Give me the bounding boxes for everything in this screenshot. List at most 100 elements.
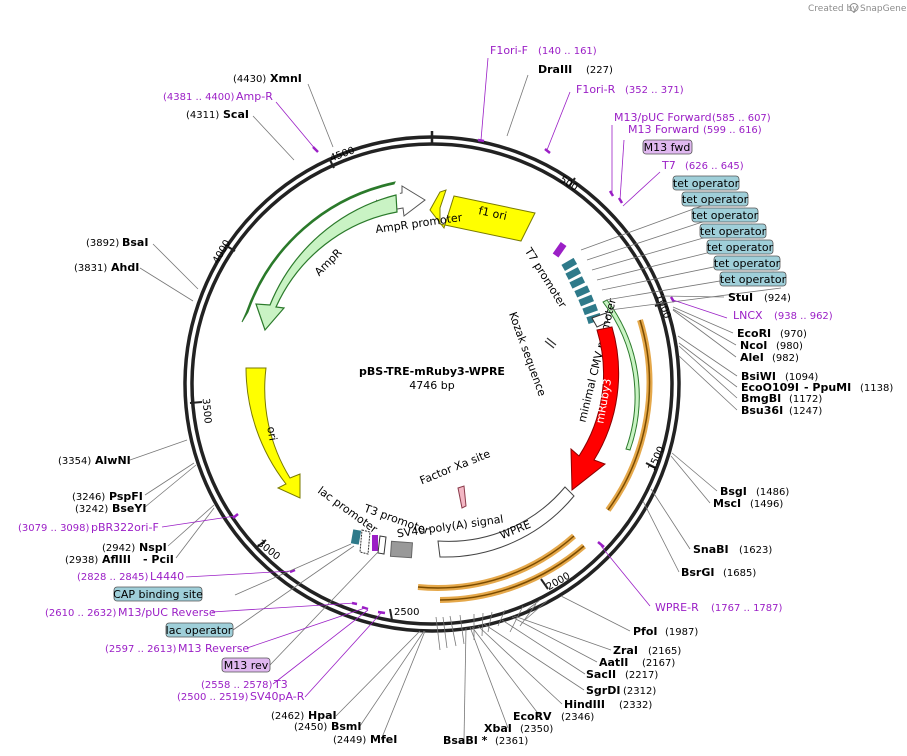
primer-f1ori-f-pos: (140 .. 161)	[538, 46, 597, 57]
site-sgrdi: SgrDI	[586, 684, 620, 697]
site-ncoi-pos: (980)	[776, 341, 803, 352]
primer-wpre-r: WPRE-R	[655, 601, 699, 614]
site-ecoo109i: EcoO109I	[741, 381, 799, 394]
site-bsabi-pos: (2361)	[495, 736, 528, 747]
site-hpai: HpaI	[308, 709, 337, 722]
site-bmgbi: BmgBI	[741, 392, 781, 405]
site-afliii-pos: (2938)	[65, 555, 98, 566]
site-ecorv-pos: (2346)	[561, 712, 594, 723]
m13-rev-label: M13 rev	[224, 659, 269, 672]
site-stui-pos: (924)	[764, 293, 791, 304]
site-alei-pos: (982)	[772, 353, 799, 364]
site-nspi-pos: (2942)	[102, 543, 135, 554]
site-zrai: ZraI	[613, 644, 638, 657]
kozak-mark	[546, 337, 557, 346]
site-ahdi-pos: (3831)	[74, 263, 107, 274]
primer-lncx-pos: (938 .. 962)	[774, 311, 833, 322]
site-pfoi: PfoI	[633, 625, 658, 638]
lac-operator-mark	[350, 529, 362, 545]
site-zrai-pos: (2165)	[648, 646, 681, 657]
site-bsgi: BsgI	[720, 485, 747, 498]
primer-lncx: LNCX	[733, 309, 763, 322]
primer-f1ori-r: F1ori-R	[576, 83, 616, 96]
site-afliii: AflIII	[102, 553, 131, 566]
lac-promoter-mark	[359, 529, 371, 555]
site-draiii-pos: (227)	[586, 65, 613, 76]
site-leader-lines	[129, 74, 738, 741]
wpre-arrow	[437, 486, 575, 558]
site-bmgbi-pos: (1172)	[789, 394, 822, 405]
m13-rev-box	[221, 657, 271, 673]
plasmid-name: pBS-TRE-mRuby3-WPRE	[359, 365, 505, 378]
f1-ori-arrow	[429, 189, 536, 242]
primer-pbr322ori-f-pos: (3079 .. 3098)	[18, 523, 90, 534]
tick-marks	[189, 157, 667, 621]
site-bsrgi-pos: (1685)	[723, 568, 756, 579]
primer-amp-r: Amp-R	[236, 90, 273, 103]
site-pspfi: PspFI	[109, 490, 143, 503]
m13-fwd-label: M13 fwd	[644, 141, 691, 154]
ampr-arrow	[255, 194, 398, 332]
site-draiii: DraIII	[538, 63, 572, 76]
tet-operator-label-5: tet operator	[707, 241, 774, 254]
primer-f1ori-f: F1ori-F	[490, 44, 528, 57]
site-bsu36i-pos: (1247)	[789, 406, 822, 417]
site-scai-pos: (4311)	[186, 110, 219, 121]
primer-m13-puc-reverse: M13/pUC Reverse	[118, 606, 216, 619]
ampr-promoter-label: AmpR promoter	[375, 211, 464, 236]
cap-binding-site-label: CAP binding site	[113, 588, 203, 601]
cap-binding-site-box	[113, 586, 203, 602]
primer-wpre-r-pos: (1767 .. 1787)	[711, 603, 783, 614]
site-stui: StuI	[728, 291, 753, 304]
ori-arrow	[245, 367, 301, 499]
watermark-brand: SnapGene	[860, 4, 907, 14]
site-msci-pos: (1496)	[750, 499, 783, 510]
tet-operator-label-7: tet operator	[720, 273, 787, 286]
site-pcii: - PciI	[143, 553, 174, 566]
site-ppumi: - PpuMI	[804, 381, 851, 394]
site-alei: AleI	[740, 351, 764, 364]
tet-operator-label-3: tet operator	[692, 209, 759, 222]
site-sacii: SacII	[586, 668, 616, 681]
site-ecori: EcoRI	[737, 327, 771, 340]
m13-fwd-box	[642, 139, 693, 155]
site-bsmi-pos: (2450)	[294, 722, 327, 733]
site-scai: ScaI	[223, 108, 249, 121]
primer-sv40pa-r: SV40pA-R	[250, 690, 305, 703]
primer-t3: T3	[273, 678, 288, 691]
site-bsiwi-pos: (1094)	[785, 372, 818, 383]
tet-operator-label-2: tet operator	[682, 193, 749, 206]
site-bsai-pos: (3892)	[86, 238, 119, 249]
site-alwni: AlwNI	[95, 454, 131, 467]
t7-promoter-marker	[552, 241, 567, 258]
site-mfei: MfeI	[370, 733, 397, 746]
primer-m13-reverse: M13 Reverse	[178, 642, 249, 655]
tet-operator-boxes: tet operator tet operator tet operator t…	[672, 175, 787, 287]
site-ppumi-pos: (1138)	[860, 383, 893, 394]
site-alwni-pos: (3354)	[58, 456, 91, 467]
site-bsiwi: BsiWI	[741, 370, 776, 383]
mruby3-arrow	[570, 326, 620, 492]
factor-xa-mark	[457, 485, 467, 509]
site-snabi-pos: (1623)	[739, 545, 772, 556]
f1-ori-label: f1 ori	[477, 204, 508, 223]
site-bseyi: BseYI	[112, 502, 146, 515]
tet-operator-label-1: tet operator	[673, 177, 740, 190]
ampr-orf-line	[241, 181, 396, 323]
primer-l4440-pos: (2828 .. 2845)	[77, 572, 149, 583]
ori-label: ori	[264, 425, 279, 441]
lac-operator-label: lac operator	[166, 624, 233, 637]
site-pfoi-pos: (1987)	[665, 627, 698, 638]
site-bsgi-pos: (1486)	[756, 487, 789, 498]
site-msci: MscI	[713, 497, 741, 510]
watermark-created-by: Created by	[808, 4, 858, 14]
site-aatii: AatII	[599, 656, 628, 669]
site-bsrgi: BsrGI	[681, 566, 714, 579]
site-snabi: SnaBI	[693, 543, 729, 556]
site-mfei-pos: (2449)	[333, 735, 366, 746]
site-bsu36i: Bsu36I	[741, 404, 783, 417]
site-sgrdi-pos: (2312)	[623, 686, 656, 697]
ampr-spacer	[236, 186, 400, 343]
kozak-label: Kozak sequence	[506, 310, 549, 398]
site-bseyi-pos: (3242)	[75, 504, 108, 515]
